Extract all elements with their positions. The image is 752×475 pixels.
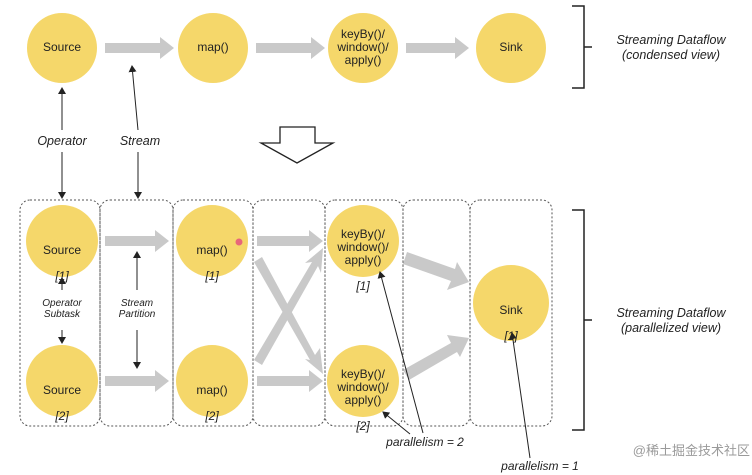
arrow-keyby-to-sink (406, 37, 469, 59)
parallelism2-pointer-1 (377, 271, 424, 434)
label-keyby-1: keyBy()/ window()/ apply() [1] (328, 215, 398, 293)
stream-partition-label: Stream Partition (118, 298, 156, 320)
parallelism-1-label: parallelism = 1 (501, 459, 579, 473)
parallel-arrows (105, 230, 469, 392)
label-keyby-2: keyBy()/ window()/ apply() [2] (328, 355, 398, 433)
node-keyby-2 (327, 345, 399, 417)
arrow-map2-keyby2 (257, 370, 323, 392)
box-source (19, 199, 101, 427)
cursor-dot (235, 238, 243, 246)
label-map-2-name: map() (196, 383, 228, 397)
arrow-map1-keyby1 (257, 230, 323, 252)
node-source (27, 13, 97, 83)
parallel-nodes (26, 205, 549, 417)
label-keyby: keyBy()/ window()/ apply() (337, 27, 389, 67)
stream-pointer-up (128, 65, 139, 131)
condensed-arrows (105, 37, 469, 59)
parallelism1-pointer (508, 332, 531, 459)
arrow-keyby1-sink (403, 252, 469, 290)
label-source-1-name: Source (42, 243, 82, 257)
arrow-map2-keyby1 (254, 248, 323, 365)
node-sink (476, 13, 546, 83)
condensed-view-title: Streaming Dataflow (condensed view) (616, 33, 726, 62)
box-stream-2 (252, 199, 326, 427)
label-source: Source (42, 40, 82, 54)
box-stream-1 (99, 199, 174, 427)
label-map: map() (197, 40, 229, 54)
label-map-1-name: map() (196, 243, 228, 257)
label-map-2-index: [2] (205, 409, 219, 423)
arrow-source1-map1 (105, 230, 169, 252)
operator-subtask-label: Operator Subtask (42, 298, 82, 320)
label-sink: Sink (499, 40, 523, 54)
transform-arrow (258, 126, 336, 164)
box-map (172, 199, 254, 427)
label-sink-1-index: [1] (504, 329, 518, 343)
label-source-2-name: Source (42, 383, 82, 397)
arrow-keyby2-sink (403, 335, 469, 380)
parallelism2-pointer-2 (382, 411, 411, 435)
node-source-1 (26, 205, 98, 277)
parallelism-2-label: parallelism = 2 (386, 435, 464, 449)
arrow-source2-map2 (105, 370, 169, 392)
label-sink-1: Sink [1] (476, 291, 546, 343)
partition-boxes (19, 199, 553, 427)
label-keyby-2-name: keyBy()/ window()/ apply() (337, 367, 389, 407)
operator-label: Operator (37, 134, 87, 148)
arrow-map-to-keyby (256, 37, 325, 59)
label-source-2-index: [2] (55, 409, 69, 423)
label-map-1-index: [1] (205, 269, 219, 283)
label-map-1: map() [1] (177, 231, 247, 283)
node-source-2 (26, 345, 98, 417)
node-map (178, 13, 248, 83)
node-keyby-1 (327, 205, 399, 277)
label-sink-1-name: Sink (499, 303, 523, 317)
node-map-1 (176, 205, 248, 277)
condensed-nodes (27, 13, 546, 83)
stream-label: Stream (119, 134, 161, 148)
label-keyby-1-index: [1] (356, 279, 370, 293)
label-source-1-index: [1] (55, 269, 69, 283)
label-source-1: Source [1] (27, 231, 97, 283)
arrow-source-to-map (105, 37, 174, 59)
watermark: @稀土掘金技术社区 (632, 443, 750, 458)
box-sink (469, 199, 553, 427)
node-map-2 (176, 345, 248, 417)
label-keyby-2-index: [2] (356, 419, 370, 433)
bracket-parallel (572, 209, 592, 431)
label-map-2: map() [2] (177, 371, 247, 423)
parallelized-view-title: Streaming Dataflow (parallelized view) (616, 306, 726, 335)
node-sink-1 (473, 265, 549, 341)
node-keyby (328, 13, 398, 83)
label-source-2: Source [2] (27, 371, 97, 423)
label-keyby-1-name: keyBy()/ window()/ apply() (337, 227, 389, 267)
bracket-condensed (572, 5, 592, 89)
box-stream-3 (402, 199, 471, 427)
